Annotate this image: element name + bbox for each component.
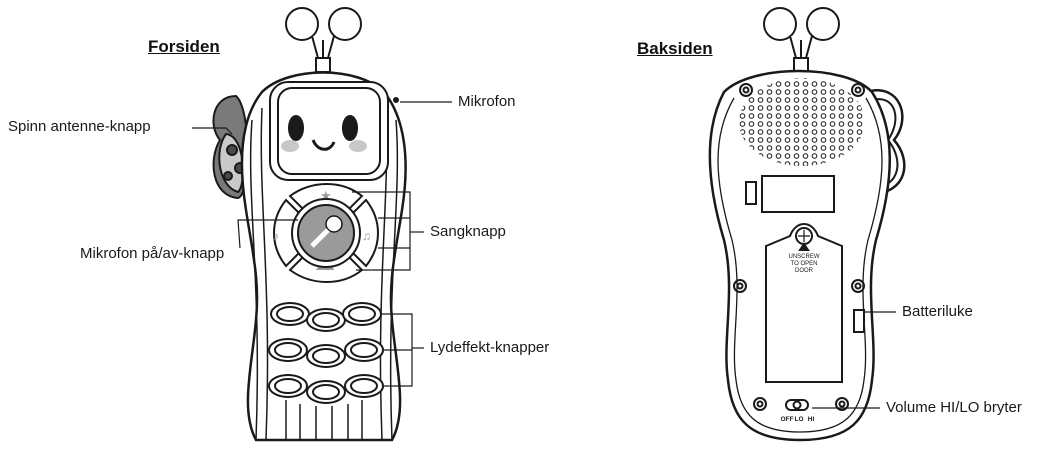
mic-toggle-button[interactable] (292, 199, 360, 267)
label-song-button: Sangknapp (430, 223, 506, 240)
back-antenna-icon (764, 8, 839, 72)
screw-text-line-2: TO OPEN (791, 261, 818, 267)
screw-text-line-3: DOOR (795, 268, 814, 274)
speaker-grille (739, 78, 865, 166)
front-title: Forsiden (148, 37, 220, 57)
microphone-hole (394, 98, 398, 102)
screw-text-line-1: UNSCREW (789, 254, 820, 260)
switch-off-text: OFF (781, 416, 794, 423)
antenna-icon (286, 8, 361, 72)
label-spin-antenna-button: Spinn antenne-knapp (8, 118, 151, 135)
label-volume-switch: Volume HI/LO bryter (886, 399, 1022, 416)
svg-text:♫: ♫ (362, 229, 371, 243)
switch-lo-text: LO (794, 416, 803, 423)
label-microphone: Mikrofon (458, 93, 516, 110)
front-device: ★ ♪ ♫ (213, 8, 405, 440)
label-battery-door: Batteriluke (902, 303, 973, 320)
volume-switch[interactable] (786, 400, 808, 410)
switch-hi-text: HI (808, 416, 815, 423)
svg-text:♪: ♪ (273, 229, 279, 243)
sound-effect-buttons[interactable] (269, 303, 383, 403)
label-mic-toggle-button: Mikrofon på/av-knapp (80, 245, 224, 262)
face-screen (270, 82, 388, 180)
back-title: Baksiden (637, 39, 713, 59)
back-device (710, 8, 905, 440)
label-sound-effect-buttons: Lydeffekt-knapper (430, 339, 549, 356)
